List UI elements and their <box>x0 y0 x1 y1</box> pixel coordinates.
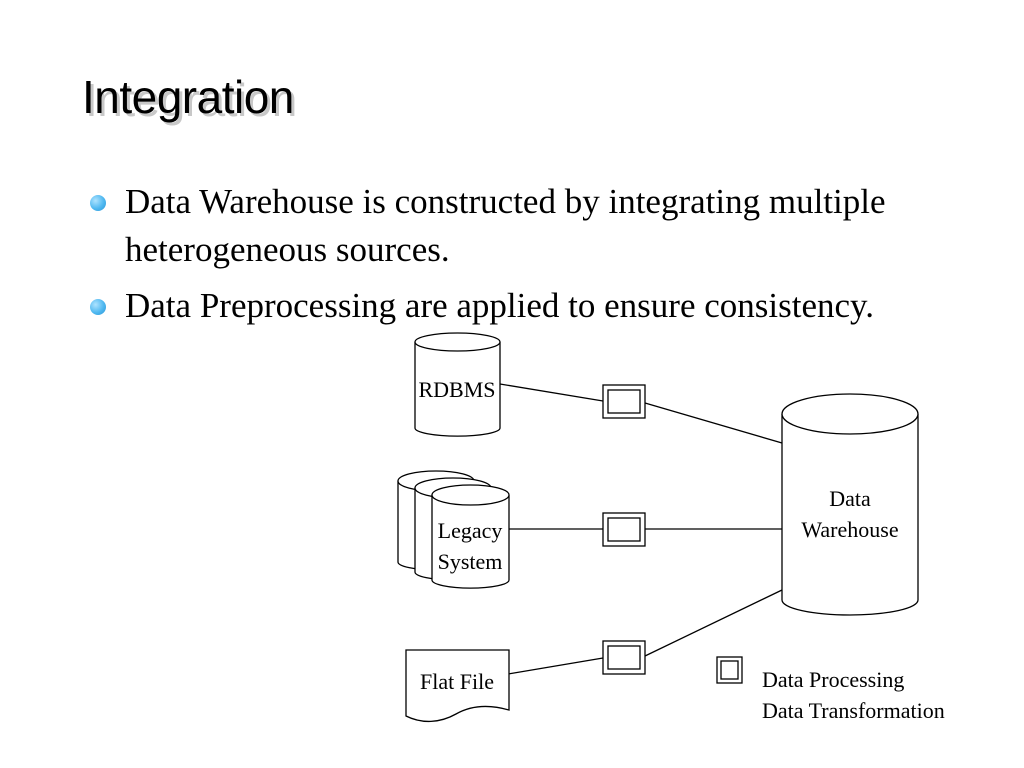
connector-flatfile-to-process <box>507 657 604 675</box>
bullet-icon <box>90 195 106 211</box>
legend-processing-box-icon <box>716 656 743 684</box>
slide-title: Integration <box>82 71 294 123</box>
connector-lines <box>499 383 783 675</box>
warehouse-label-line2: Warehouse <box>801 517 898 542</box>
processing-box-icon <box>602 384 646 419</box>
connector-process-to-warehouse-bottom <box>644 589 783 657</box>
bullet-item: Data Preprocessing are applied to ensure… <box>88 282 888 330</box>
connector-process-to-warehouse-top <box>644 402 783 444</box>
legend-label-line1: Data Processing <box>762 667 904 692</box>
rdbms-cylinder-icon: RDBMS <box>414 332 501 437</box>
bullet-text: Data Warehouse is constructed by integra… <box>125 182 886 269</box>
legacy-system-cylinders-icon: Legacy System <box>397 470 510 589</box>
bullet-text: Data Preprocessing are applied to ensure… <box>125 286 874 325</box>
flat-file-label: Flat File <box>420 669 494 694</box>
data-warehouse-cylinder-icon: Data Warehouse <box>781 393 919 616</box>
processing-box-icon <box>602 640 646 675</box>
legacy-label-line1: Legacy <box>438 518 503 543</box>
connector-rdbms-to-process <box>499 383 604 402</box>
warehouse-label-line1: Data <box>829 486 871 511</box>
bullet-item: Data Warehouse is constructed by integra… <box>88 178 888 274</box>
legend-label-line2: Data Transformation <box>762 698 945 723</box>
rdbms-label: RDBMS <box>418 377 495 402</box>
legacy-label-line2: System <box>438 549 503 574</box>
bullet-list: Data Warehouse is constructed by integra… <box>88 178 888 338</box>
bullet-icon <box>90 299 106 315</box>
processing-box-icon <box>602 512 646 547</box>
flat-file-document-icon: Flat File <box>405 649 510 723</box>
legend: Data Processing Data Transformation <box>716 656 945 723</box>
